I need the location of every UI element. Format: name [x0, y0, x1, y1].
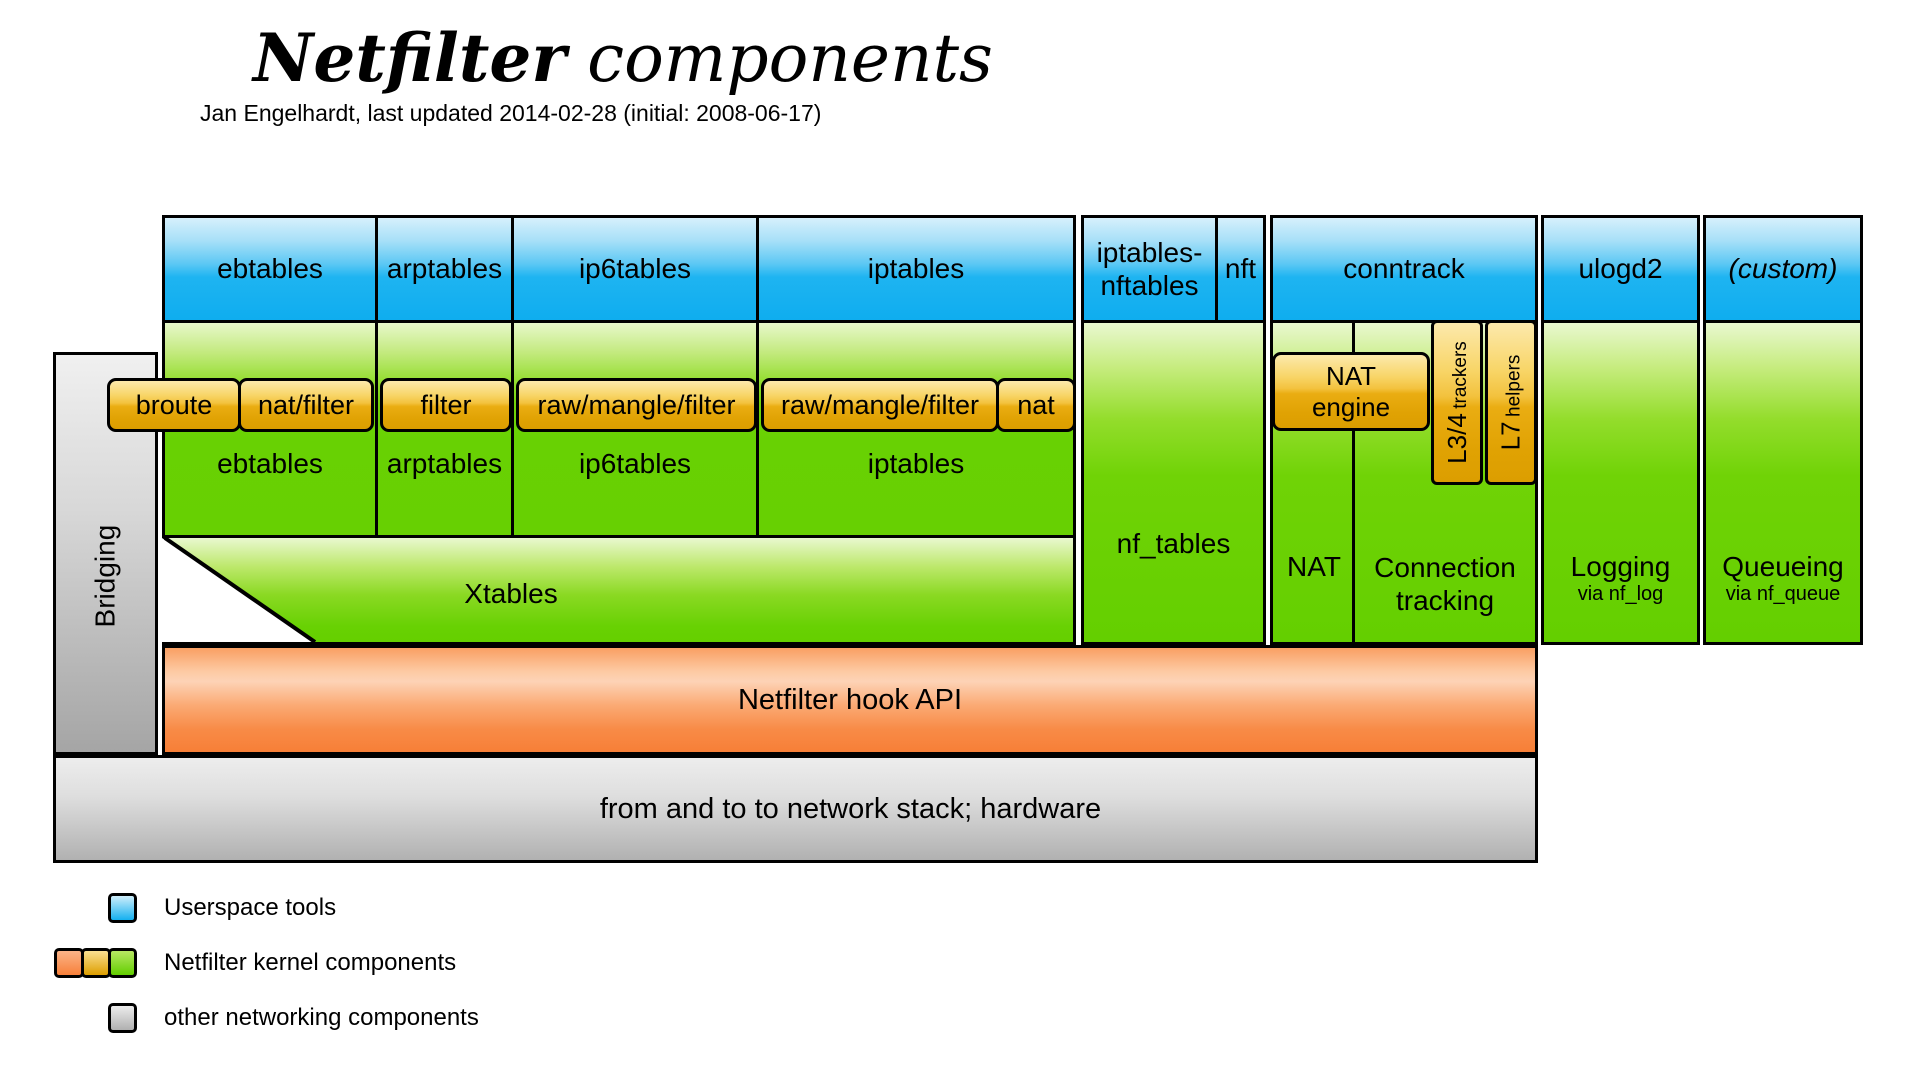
- userspace-custom-label: (custom): [1728, 252, 1838, 284]
- kernel-arptables-label: arptables: [386, 448, 503, 479]
- legend-swatch-kernel-orange: [54, 948, 84, 978]
- legend-swatch-userspace: [108, 893, 137, 923]
- userspace-arptables-label: arptables: [386, 252, 503, 284]
- queueing-sublabel: via nf_queue: [1725, 583, 1841, 606]
- nat-table-label: nat: [1017, 389, 1055, 420]
- kernel-ebtables-label: ebtables: [217, 448, 323, 479]
- xtables-label: Xtables: [464, 578, 558, 609]
- userspace-nft-label: nft: [1224, 252, 1257, 284]
- nat-conntrack-divider: [1352, 323, 1355, 642]
- table-box-filter: filter: [380, 378, 512, 432]
- userspace-box-ebtables: ebtables: [162, 215, 378, 323]
- hook-api-label: Netfilter hook API: [737, 683, 963, 716]
- title-word-netfilter: Netfilter: [253, 19, 567, 97]
- raw-mangle-filter-ip6-label: raw/mangle/filter: [537, 389, 736, 420]
- userspace-box-iptables-nftables: iptables-nftables: [1081, 215, 1218, 323]
- userspace-ebtables-label: ebtables: [217, 252, 323, 284]
- iptables-nftables-line2: nftables: [1100, 270, 1199, 301]
- connection-tracking-line2: tracking: [1395, 585, 1495, 617]
- iptables-nftables-label: iptables-nftables: [1097, 236, 1203, 302]
- l34-main: L3/4: [1441, 413, 1472, 464]
- title-word-components: components: [566, 20, 993, 97]
- table-box-raw-mangle-filter-ip: raw/mangle/filter: [761, 378, 999, 432]
- queueing-labels: Queueing via nf_queue: [1706, 551, 1860, 605]
- l7-main: L7: [1495, 421, 1526, 451]
- l7-sub: helpers: [1503, 354, 1525, 417]
- bridging-label: Bridging: [89, 524, 121, 628]
- l7-helpers-label: L7 helpers: [1496, 355, 1527, 451]
- legend-label-other: other networking components: [164, 1004, 479, 1031]
- legend-label-userspace: Userspace tools: [164, 894, 337, 921]
- nat-engine-line1: NAT: [1325, 360, 1377, 391]
- network-stack-label: from and to to network stack; hardware: [599, 792, 1102, 825]
- userspace-box-nft: nft: [1215, 215, 1266, 323]
- iptables-nftables-line1: iptables-: [1096, 236, 1203, 268]
- nf-tables-label: nf_tables: [1116, 528, 1231, 559]
- userspace-box-custom: (custom): [1703, 215, 1863, 323]
- l34-sub: trackers: [1449, 341, 1471, 409]
- table-box-broute: broute: [107, 378, 241, 432]
- page-subtitle: Jan Engelhardt, last updated 2014-02-28 …: [200, 100, 822, 126]
- l34-trackers-box: L3/4 trackers: [1431, 320, 1483, 485]
- userspace-conntrack-label: conntrack: [1343, 252, 1465, 284]
- nat-engine-line2: engine: [1311, 391, 1391, 422]
- table-box-nat-filter: nat/filter: [238, 378, 374, 432]
- logging-column: Logging via nf_log: [1541, 320, 1700, 645]
- userspace-box-ip6tables: ip6tables: [511, 215, 759, 323]
- l7-helpers-box: L7 helpers: [1485, 320, 1537, 485]
- logging-labels: Logging via nf_log: [1544, 551, 1697, 605]
- kernel-ip6tables-label: ip6tables: [578, 448, 692, 479]
- userspace-box-ulogd2: ulogd2: [1541, 215, 1700, 323]
- legend-swatch-other: [108, 1003, 137, 1033]
- userspace-ulogd2-label: ulogd2: [1578, 252, 1663, 284]
- netfilter-hook-api-bar: Netfilter hook API: [162, 645, 1538, 755]
- userspace-ip6tables-label: ip6tables: [578, 252, 692, 284]
- nat-area-label: NAT: [1287, 551, 1341, 582]
- filter-label: filter: [420, 389, 472, 420]
- connection-tracking-label: Connection tracking: [1355, 551, 1535, 617]
- queueing-column: Queueing via nf_queue: [1703, 320, 1863, 645]
- kernel-iptables-label: iptables: [867, 448, 965, 479]
- broute-label: broute: [135, 389, 213, 420]
- table-box-raw-mangle-filter-ip6: raw/mangle/filter: [516, 378, 757, 432]
- legend-swatch-kernel-gold: [81, 948, 111, 978]
- legend-swatch-kernel-green: [108, 948, 137, 978]
- logging-sublabel: via nf_log: [1577, 583, 1664, 606]
- queueing-label: Queueing: [1722, 551, 1844, 582]
- userspace-box-arptables: arptables: [375, 215, 514, 323]
- userspace-iptables-label: iptables: [867, 252, 965, 284]
- connection-tracking-line1: Connection: [1374, 552, 1516, 583]
- l34-trackers-label: L3/4 trackers: [1442, 341, 1473, 464]
- nat-filter-label: nat/filter: [257, 389, 355, 420]
- table-box-nat: nat: [996, 378, 1076, 432]
- page-title: Netfilter components: [253, 22, 993, 96]
- logging-label: Logging: [1570, 551, 1671, 582]
- userspace-box-conntrack: conntrack: [1270, 215, 1538, 323]
- network-stack-bar: from and to to network stack; hardware: [53, 755, 1538, 863]
- raw-mangle-filter-ip-label: raw/mangle/filter: [780, 389, 980, 420]
- legend-label-kernel: Netfilter kernel components: [164, 949, 457, 976]
- xtables-bar: Xtables: [162, 535, 1076, 645]
- xtables-notch: [162, 538, 317, 642]
- nf-tables-column: nf_tables: [1081, 320, 1266, 645]
- userspace-box-iptables: iptables: [756, 215, 1076, 323]
